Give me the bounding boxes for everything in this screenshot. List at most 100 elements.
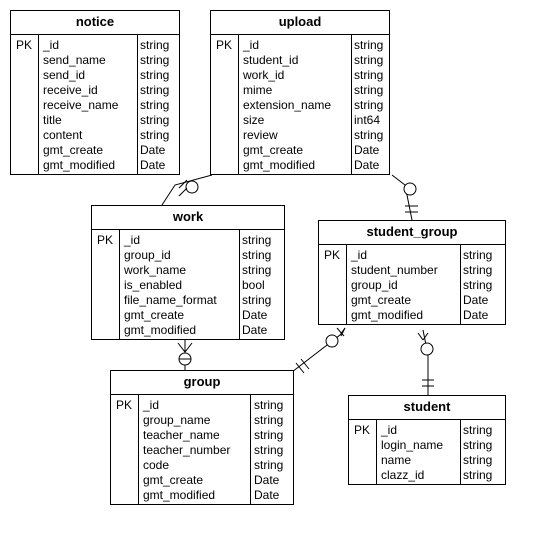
field-type: Date bbox=[354, 143, 380, 157]
field-type: Date bbox=[242, 308, 268, 322]
pk-label: PK bbox=[216, 38, 233, 52]
field-name: content bbox=[43, 128, 83, 142]
field-type: string bbox=[354, 38, 384, 52]
field-name: _id bbox=[243, 38, 260, 52]
field-type: string bbox=[140, 68, 170, 82]
entity-title: group bbox=[111, 371, 293, 395]
entity-group: group PK _id string group_name string te… bbox=[110, 370, 294, 505]
field-type: string bbox=[463, 438, 493, 452]
field-name: gmt_create bbox=[43, 143, 104, 157]
entity-title: work bbox=[92, 206, 284, 230]
field-type: bool bbox=[242, 278, 265, 292]
field-name: group_id bbox=[124, 248, 171, 262]
rel-upload-studentgroup bbox=[391, 174, 413, 221]
field-name: extension_name bbox=[243, 98, 332, 112]
field-type: string bbox=[140, 38, 170, 52]
field-type: string bbox=[242, 293, 272, 307]
field-name: _id bbox=[124, 233, 141, 247]
rel-studentgroup-student-crow bbox=[417, 332, 429, 341]
field-name: teacher_name bbox=[143, 428, 220, 442]
pk-label: PK bbox=[354, 423, 371, 437]
field-type: string bbox=[140, 53, 170, 67]
field-type: Date bbox=[140, 143, 166, 157]
field-name: size bbox=[243, 113, 265, 127]
rel-work-upload bbox=[161, 174, 213, 206]
field-type: Date bbox=[242, 323, 268, 337]
field-type: string bbox=[140, 98, 170, 112]
field-type: string bbox=[463, 263, 493, 277]
field-name: gmt_create bbox=[124, 308, 185, 322]
rel-group-studentgroup-crow bbox=[336, 327, 346, 337]
field-type: string bbox=[254, 458, 284, 472]
field-type: string bbox=[254, 398, 284, 412]
field-type: string bbox=[254, 428, 284, 442]
pk-label: PK bbox=[116, 398, 133, 412]
field-name: gmt_modified bbox=[243, 158, 316, 172]
field-name: _id bbox=[43, 38, 60, 52]
rel-work-upload-zero bbox=[185, 180, 199, 194]
field-type: Date bbox=[140, 158, 166, 172]
field-type: string bbox=[140, 83, 170, 97]
field-name: _id bbox=[143, 398, 160, 412]
field-name: _id bbox=[351, 248, 368, 262]
field-name: mime bbox=[243, 83, 273, 97]
field-name: student_id bbox=[243, 53, 299, 67]
field-name: receive_id bbox=[43, 83, 98, 97]
rel-studentgroup-student-bars bbox=[422, 379, 434, 387]
field-type: Date bbox=[254, 473, 280, 487]
field-type: string bbox=[463, 248, 493, 262]
field-name: send_name bbox=[43, 53, 106, 67]
pk-label: PK bbox=[97, 233, 114, 247]
field-type: Date bbox=[354, 158, 380, 172]
field-type: string bbox=[242, 233, 272, 247]
pk-label: PK bbox=[324, 248, 341, 262]
field-type: Date bbox=[463, 293, 489, 307]
field-name: group_name bbox=[143, 413, 211, 427]
field-name: receive_name bbox=[43, 98, 119, 112]
field-name: gmt_modified bbox=[124, 323, 197, 337]
field-type: string bbox=[463, 453, 493, 467]
field-name: name bbox=[381, 453, 412, 467]
field-name: gmt_modified bbox=[351, 308, 424, 322]
field-name: gmt_create bbox=[243, 143, 304, 157]
entity-upload: upload PK _id string student_id string w… bbox=[210, 10, 390, 175]
field-type: string bbox=[242, 248, 272, 262]
field-name: work_name bbox=[124, 263, 187, 277]
rel-upload-studentgroup-zero bbox=[403, 182, 417, 196]
rel-work-upload-crow bbox=[178, 179, 188, 197]
entity-notice: notice PK _id string send_name string se… bbox=[10, 10, 180, 175]
field-name: login_name bbox=[381, 438, 444, 452]
field-type: Date bbox=[254, 488, 280, 502]
entity-student: student PK _id string login_name string … bbox=[348, 395, 506, 485]
entity-title: student bbox=[349, 396, 505, 420]
rel-upload-studentgroup-bars bbox=[405, 205, 418, 213]
field-type: Date bbox=[463, 308, 489, 322]
field-type: string bbox=[463, 278, 493, 292]
rel-studentgroup-student-zero bbox=[420, 342, 434, 356]
field-name: clazz_id bbox=[381, 468, 425, 482]
field-type: string bbox=[140, 128, 170, 142]
entity-title: student_group bbox=[319, 221, 505, 245]
entity-student-group: student_group PK _id string student_numb… bbox=[318, 220, 506, 325]
field-name: gmt_create bbox=[143, 473, 204, 487]
rel-group-studentgroup bbox=[291, 327, 346, 373]
field-type: string bbox=[354, 128, 384, 142]
rel-group-studentgroup-bars bbox=[295, 358, 310, 374]
field-name: file_name_format bbox=[124, 293, 217, 307]
field-name: review bbox=[243, 128, 278, 142]
field-name: student_number bbox=[351, 263, 438, 277]
field-name: teacher_number bbox=[143, 443, 231, 457]
field-name: work_id bbox=[243, 68, 285, 82]
rel-group-studentgroup-zero bbox=[325, 334, 339, 348]
pk-label: PK bbox=[16, 38, 33, 52]
field-type: string bbox=[463, 423, 493, 437]
entity-work: work PK _id string group_id string work_… bbox=[91, 205, 285, 340]
field-type: string bbox=[242, 263, 272, 277]
field-name: gmt_modified bbox=[43, 158, 116, 172]
entity-title: notice bbox=[11, 11, 179, 35]
field-type: int64 bbox=[354, 113, 381, 127]
field-type: string bbox=[254, 413, 284, 427]
field-name: gmt_create bbox=[351, 293, 412, 307]
field-type: string bbox=[354, 83, 384, 97]
